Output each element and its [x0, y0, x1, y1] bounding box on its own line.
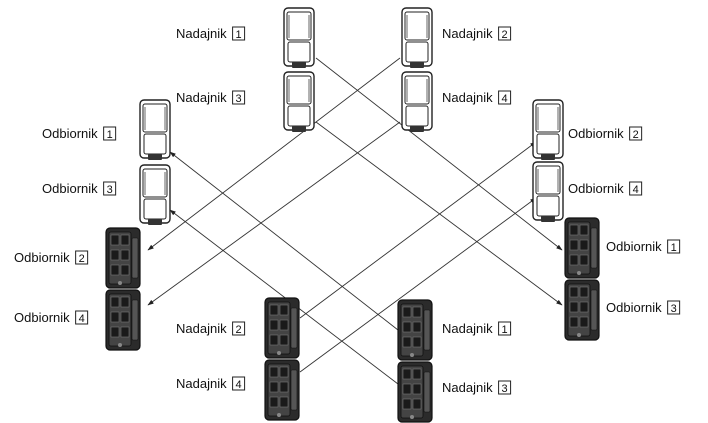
- receiver-right-3-device: [564, 279, 600, 341]
- beam-line-3: [147, 57, 401, 251]
- label-word: Nadajnik: [176, 321, 227, 336]
- label-number: 4: [236, 379, 242, 391]
- label-t1: Nadajnik 1: [176, 26, 246, 41]
- label-word: Nadajnik: [176, 90, 227, 105]
- label-b1: Nadajnik 1: [442, 321, 512, 336]
- label-number-box: [232, 321, 246, 336]
- label-t4: Nadajnik 4: [442, 90, 512, 105]
- label-rr3: Odbiornik 3: [606, 300, 681, 315]
- label-number-box: [232, 26, 246, 41]
- label-word: Nadajnik: [442, 380, 493, 395]
- label-number-box: [232, 90, 246, 105]
- label-number: 1: [107, 129, 113, 141]
- receiver-left-3-device: [139, 164, 171, 226]
- label-number-box: [75, 250, 89, 265]
- label-number-box: [232, 376, 246, 391]
- beam-line-5: [299, 141, 537, 319]
- label-word: Nadajnik: [442, 90, 493, 105]
- transmitter-bottom-3-device: [397, 361, 433, 423]
- beam-line-8: [169, 209, 399, 385]
- label-number: 3: [236, 93, 242, 105]
- transmitter-top-3-device: [283, 71, 315, 133]
- transmitter-bottom-4-device: [264, 359, 300, 421]
- label-number: 2: [502, 29, 508, 41]
- transmitter-bottom-2-device: [264, 297, 300, 359]
- receiver-left-1-device: [139, 99, 171, 161]
- transmitter-top-2-device: [401, 7, 433, 69]
- receiver-right-4-device: [532, 161, 564, 223]
- devices: [105, 7, 600, 423]
- label-word: Odbiornik: [568, 181, 624, 196]
- label-rr1: Odbiornik 1: [606, 239, 681, 254]
- label-word: Nadajnik: [442, 26, 493, 41]
- label-number: 2: [633, 129, 639, 141]
- label-rr2: Odbiornik 2: [568, 126, 643, 141]
- label-number: 3: [502, 383, 508, 395]
- receiver-right-1-device: [564, 217, 600, 279]
- label-number: 4: [502, 93, 508, 105]
- label-number-box: [75, 310, 89, 325]
- transmitter-top-1-device: [283, 7, 315, 69]
- label-rl3: Odbiornik 3: [42, 181, 117, 196]
- label-number: 2: [236, 324, 242, 336]
- label-b4: Nadajnik 4: [176, 376, 246, 391]
- label-word: Odbiornik: [568, 126, 624, 141]
- beam-line-6: [299, 197, 537, 373]
- label-b2: Nadajnik 2: [176, 321, 246, 336]
- label-number-box: [103, 181, 117, 196]
- label-b3: Nadajnik 3: [442, 380, 512, 395]
- label-word: Odbiornik: [606, 300, 662, 315]
- label-rl4: Odbiornik 4: [14, 310, 89, 325]
- label-number-box: [498, 321, 512, 336]
- label-rl1: Odbiornik 1: [42, 126, 117, 141]
- label-word: Nadajnik: [176, 376, 227, 391]
- transmitter-bottom-1-device: [397, 299, 433, 361]
- receiver-right-2-device: [532, 99, 564, 161]
- label-number: 3: [671, 303, 677, 315]
- beam-lines: [147, 57, 563, 385]
- label-number: 1: [236, 29, 242, 41]
- receiver-left-2-device: [105, 227, 141, 289]
- label-number: 1: [671, 242, 677, 254]
- label-word: Odbiornik: [606, 239, 662, 254]
- label-number: 4: [79, 313, 85, 325]
- label-number: 2: [79, 253, 85, 265]
- label-word: Odbiornik: [42, 126, 98, 141]
- beam-line-7: [169, 151, 399, 331]
- label-number: 3: [107, 184, 113, 196]
- label-t3: Nadajnik 3: [176, 90, 246, 105]
- label-number-box: [103, 126, 117, 141]
- label-number-box: [498, 90, 512, 105]
- label-word: Odbiornik: [14, 310, 70, 325]
- label-word: Odbiornik: [42, 181, 98, 196]
- label-number-box: [629, 181, 643, 196]
- label-t2: Nadajnik 2: [442, 26, 512, 41]
- label-rr4: Odbiornik 4: [568, 181, 643, 196]
- label-word: Odbiornik: [14, 250, 70, 265]
- beam-line-2: [315, 121, 563, 306]
- label-number: 1: [502, 324, 508, 336]
- label-number-box: [667, 300, 681, 315]
- receiver-left-4-device: [105, 289, 141, 351]
- label-number-box: [667, 239, 681, 254]
- label-number-box: [498, 26, 512, 41]
- label-number-box: [629, 126, 643, 141]
- label-number: 4: [633, 184, 639, 196]
- label-number-box: [498, 380, 512, 395]
- beam-line-4: [147, 121, 401, 306]
- label-word: Nadajnik: [176, 26, 227, 41]
- label-word: Nadajnik: [442, 321, 493, 336]
- beam-line-1: [315, 57, 563, 251]
- transmitter-top-4-device: [401, 71, 433, 133]
- label-rl2: Odbiornik 2: [14, 250, 89, 265]
